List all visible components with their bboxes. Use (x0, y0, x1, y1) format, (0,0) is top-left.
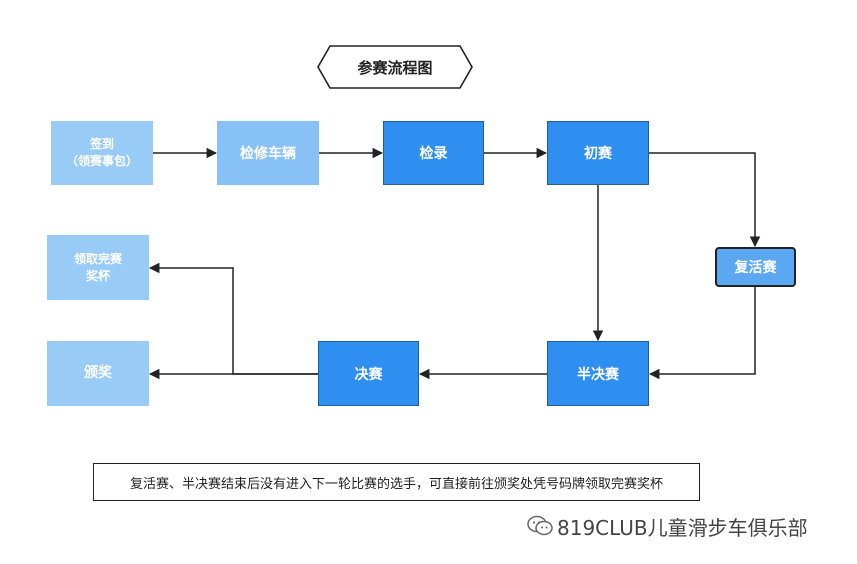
watermark-text: 819CLUB儿童滑步车俱乐部 (557, 515, 808, 540)
node-prelim: 初赛 (547, 121, 649, 185)
title-capsule (317, 45, 473, 89)
node-checkin: 检录 (383, 121, 484, 185)
arrow-revival-to-semifinal (648, 287, 756, 380)
diagram-title: 参赛流程图 (357, 58, 433, 77)
node-repair: 检修车辆 (217, 121, 319, 185)
node-trophy: 领取完赛 奖杯 (47, 235, 149, 300)
note-box: 复活赛、半决赛结束后没有进入下一轮比赛的选手，可直接前往颁奖处凭号码牌领取完赛奖… (93, 463, 700, 501)
node-final: 决赛 (318, 341, 419, 406)
node-revival: 复活赛 (715, 247, 796, 287)
node-signin: 签到 （领赛事包） (51, 121, 153, 185)
watermark: 819CLUB儿童滑步车俱乐部 (527, 513, 808, 540)
node-semifinal: 半决赛 (547, 341, 649, 406)
node-award: 颁奖 (47, 341, 149, 406)
arrow-prelim-to-revival (649, 152, 761, 248)
wechat-icon (527, 515, 553, 536)
arrow-final-to-trophy (148, 262, 318, 375)
